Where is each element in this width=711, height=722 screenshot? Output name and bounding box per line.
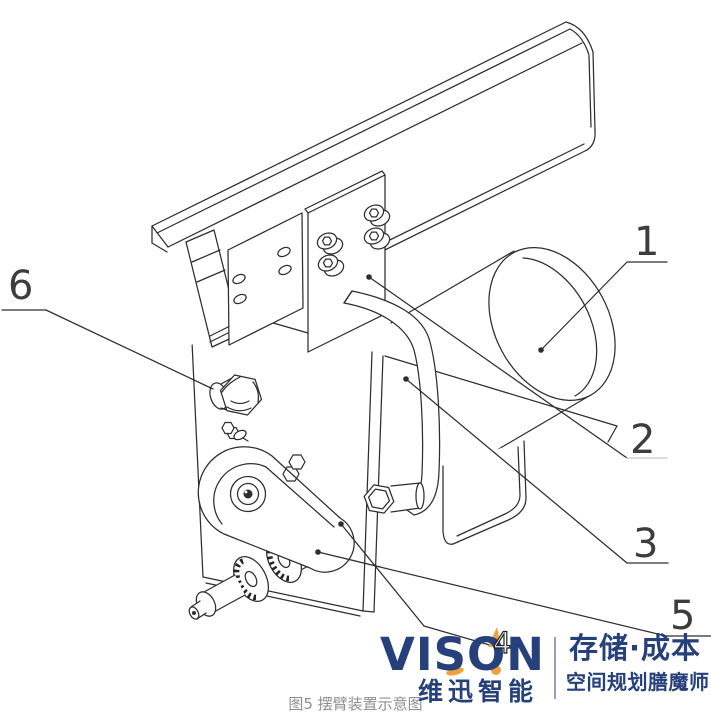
logo-tagline-sub: 空间规划膳魔师 <box>566 670 710 694</box>
rail-fold-line <box>210 326 230 336</box>
socket-bolt <box>362 202 392 229</box>
callout-label-2: 2 <box>630 417 656 463</box>
callout-label-3: 3 <box>633 521 659 567</box>
socket-bolt <box>315 230 345 257</box>
callout-leader-2 <box>366 274 667 458</box>
callout-leader-1 <box>538 262 667 353</box>
callout-leader-3 <box>403 376 668 563</box>
motor-strap <box>344 291 440 515</box>
flange-nut <box>207 375 262 415</box>
callout-leader-6 <box>2 310 213 389</box>
logo-dot-accent <box>491 665 501 675</box>
logo-divider <box>554 637 556 699</box>
small-bolt <box>222 423 248 442</box>
logo-flag-accent <box>488 627 501 647</box>
logo-brand-cn-text: 维迅智能 <box>418 677 539 706</box>
callout-leader-5 <box>315 549 711 636</box>
logo-brand-text: VISON <box>380 628 545 681</box>
callout-label-1: 1 <box>634 219 660 265</box>
callout-label-5: 5 <box>670 593 696 639</box>
slotted-plate <box>228 213 303 345</box>
socket-bolt <box>362 225 392 252</box>
logo-tagline-main: 存储·成本 <box>569 631 702 665</box>
vison-logo: VISON 维迅智能 存储·成本 空间规划膳魔师 <box>380 627 711 706</box>
rail-fold-line <box>210 332 230 342</box>
hex-coupling <box>364 483 424 513</box>
callout-label-4: 4 <box>492 626 512 660</box>
motor <box>391 226 640 545</box>
callout-leader-4 <box>338 521 500 648</box>
callout-label-6: 6 <box>8 263 34 309</box>
gearbox-housing <box>198 447 354 572</box>
figure-caption: 图5 摆臂装置示意图 <box>288 695 423 713</box>
socket-bolt <box>316 252 346 279</box>
